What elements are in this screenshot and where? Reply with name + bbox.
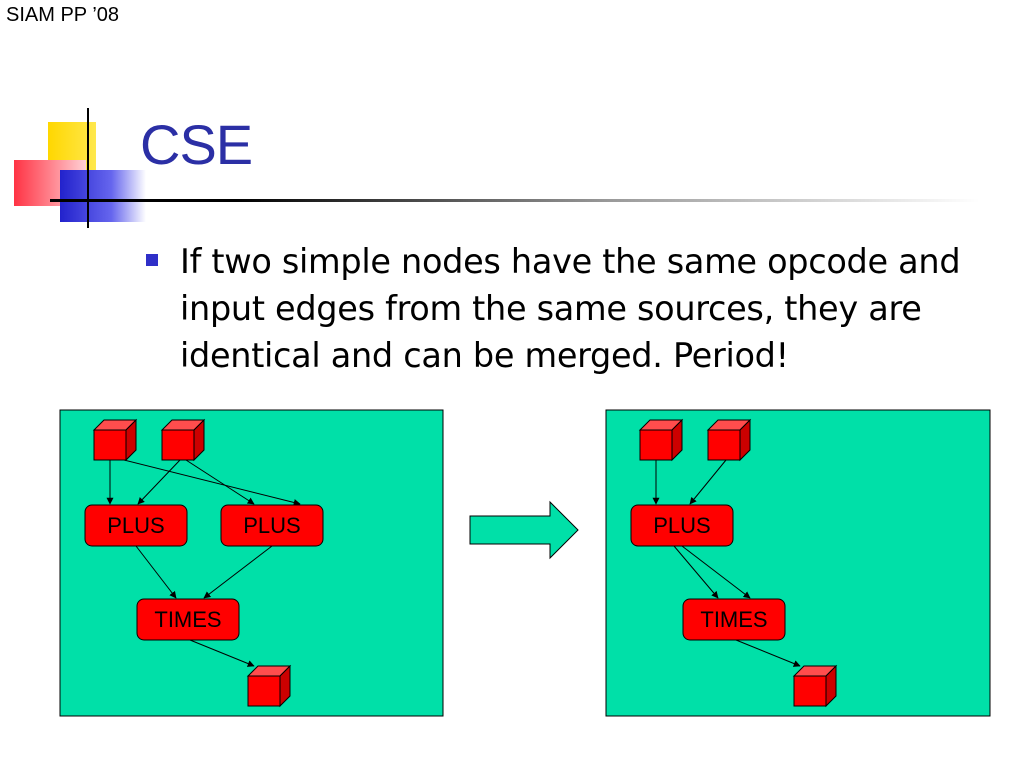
after-times-label: TIMES: [700, 607, 767, 632]
before-times-label: TIMES: [154, 607, 221, 632]
title-rule: [50, 199, 980, 202]
blue-square: [60, 170, 146, 222]
before-plus-right-label: PLUS: [243, 513, 300, 538]
after-plus-node: PLUS: [630, 504, 734, 547]
transform-arrow: [469, 500, 579, 560]
after-source-cube-1: [638, 418, 684, 462]
title-decoration: [14, 108, 146, 228]
before-source-cube-1: [92, 418, 138, 462]
header-label: SIAM PP ’08: [6, 4, 120, 26]
before-source-cube-2: [160, 418, 206, 462]
after-times-node: TIMES: [682, 598, 786, 641]
after-output-cube: [792, 664, 838, 708]
after-diagram: PLUS TIMES: [605, 409, 991, 717]
before-plus-node-left: PLUS: [84, 504, 188, 547]
slide-title: CSE: [140, 113, 253, 176]
after-source-cube-2: [706, 418, 752, 462]
after-plus-label: PLUS: [653, 513, 710, 538]
before-plus-left-label: PLUS: [107, 513, 164, 538]
after-edges: [652, 459, 801, 667]
bullet-text: If two simple nodes have the same opcode…: [180, 242, 961, 375]
before-diagram: PLUS PLUS TIMES: [59, 409, 444, 717]
bullet-marker: [146, 254, 158, 266]
before-output-cube: [246, 664, 292, 708]
before-plus-node-right: PLUS: [220, 504, 324, 547]
before-edges: [106, 459, 301, 667]
before-times-node: TIMES: [136, 598, 240, 641]
